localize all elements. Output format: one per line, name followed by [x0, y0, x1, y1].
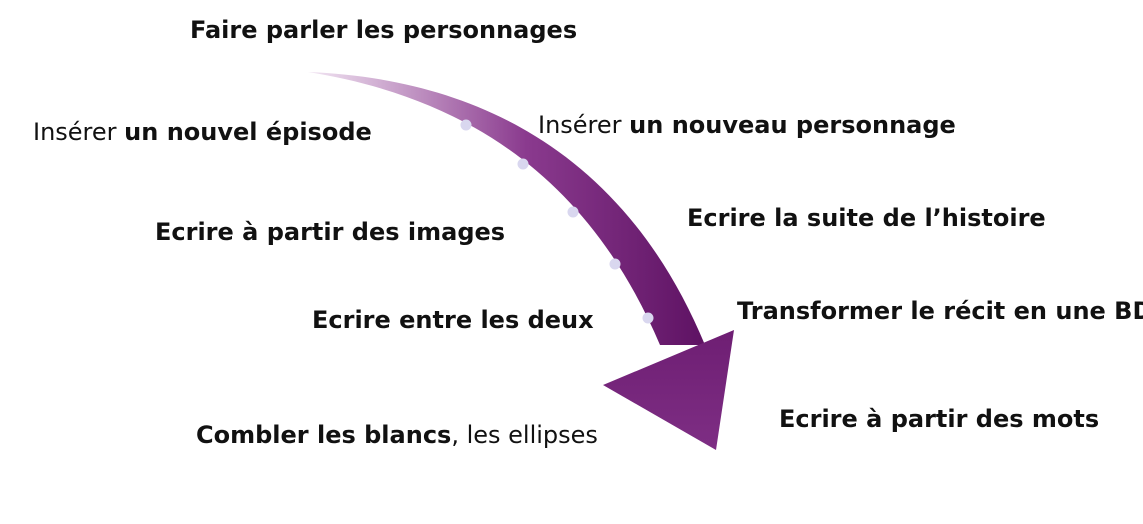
label-ecrire-images: Ecrire à partir des images — [155, 218, 506, 246]
label-ecrire-mots: Ecrire à partir des mots — [779, 405, 1100, 433]
arrow-head — [603, 330, 734, 450]
label-inserer-personnage: Insérer un nouveau personnage — [538, 111, 956, 139]
arrow-dots — [460, 119, 654, 324]
arrow-dot — [460, 119, 472, 131]
label-faire-parler: Faire parler les personnages — [190, 16, 578, 44]
arrow-body — [308, 72, 705, 345]
label-inserer-episode: Insérer un nouvel épisode — [33, 118, 372, 146]
label-ecrire-suite: Ecrire la suite de l’histoire — [687, 204, 1046, 232]
arrow-dot — [567, 206, 579, 218]
arrow-dot — [609, 258, 621, 270]
arrow-dot — [642, 312, 654, 324]
label-ecrire-entre: Ecrire entre les deux — [312, 306, 594, 334]
label-combler: Combler les blancs, les ellipses — [196, 421, 598, 449]
arrow-dot — [517, 158, 529, 170]
label-transformer-bd: Transformer le récit en une BD — [737, 297, 1143, 325]
